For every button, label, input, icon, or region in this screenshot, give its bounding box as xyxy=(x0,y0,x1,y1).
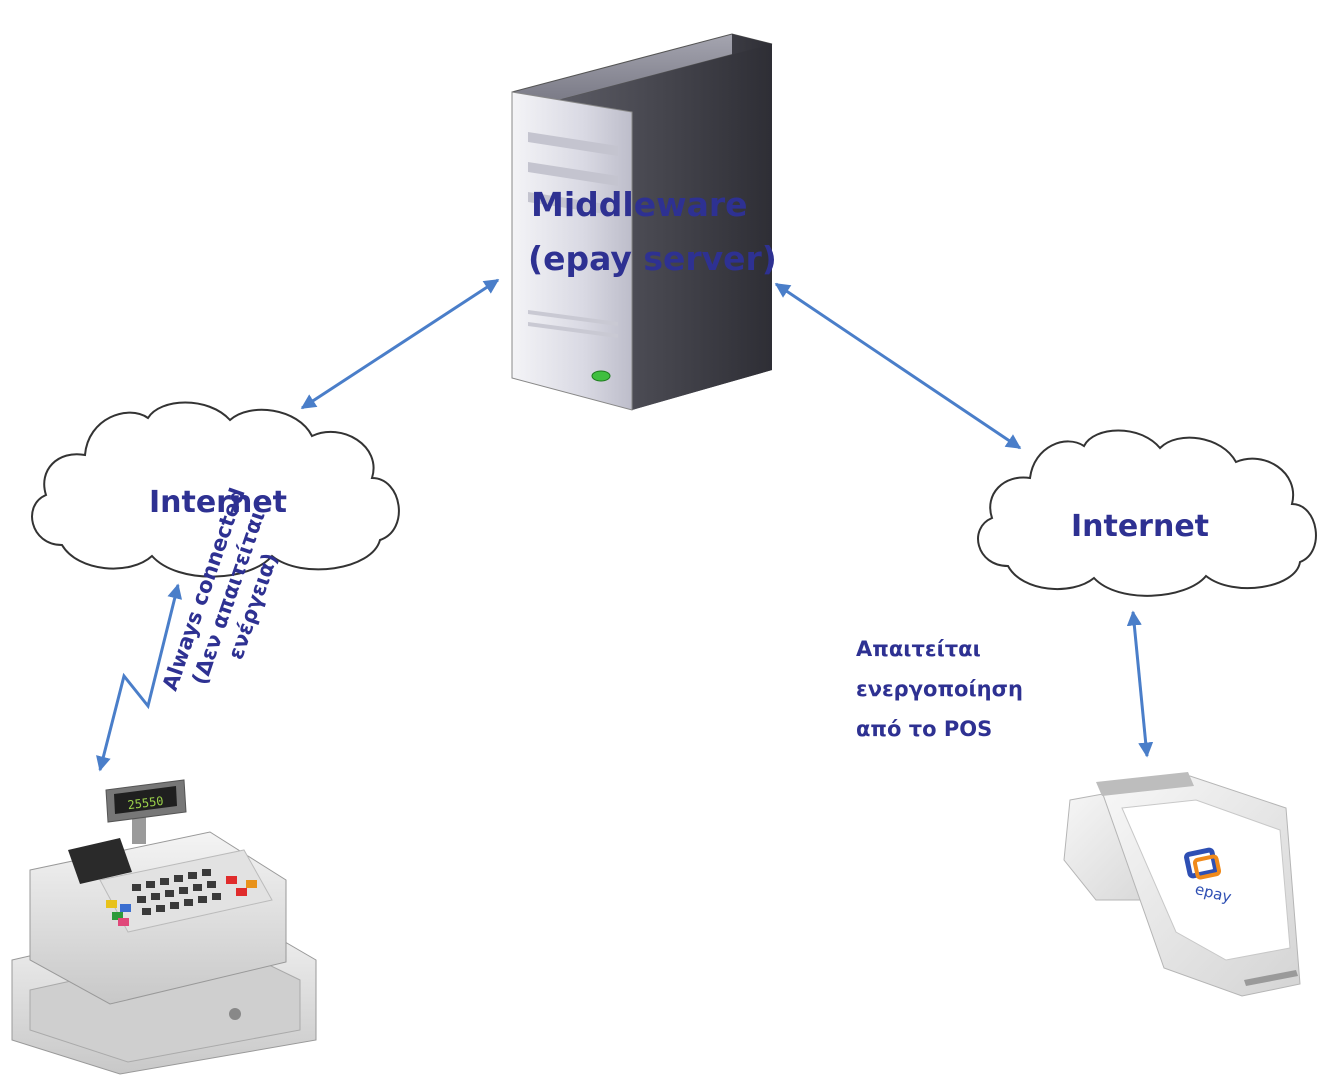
pos-note-line2: ενεργοποίηση xyxy=(856,677,1023,701)
pos-note-line3: από το POS xyxy=(856,717,992,741)
arrow-server-left-cloud xyxy=(300,278,500,410)
cash-register-icon: 25550 xyxy=(11,779,317,1075)
cloud-right-icon xyxy=(977,429,1317,597)
cloud-right-label: Internet xyxy=(1071,509,1209,544)
pos-note-line1: Απαιτείται xyxy=(856,637,981,661)
cloud-left-label: Internet xyxy=(149,485,287,520)
server-label-line2: (epay server) xyxy=(528,239,777,278)
server-label-line1: Middleware xyxy=(531,185,748,224)
cloud-left-icon xyxy=(31,401,400,578)
epay-logo-icon xyxy=(1184,847,1222,880)
server-tower-icon xyxy=(511,33,773,411)
power-led-icon xyxy=(591,370,611,382)
arrow-right-cloud-pos xyxy=(1126,610,1154,758)
pos-terminal-icon: epay xyxy=(1063,772,1301,997)
wireless-link-zigzag xyxy=(96,583,183,772)
arrow-server-right-cloud xyxy=(774,282,1022,450)
register-display-text: 25550 xyxy=(127,794,165,812)
